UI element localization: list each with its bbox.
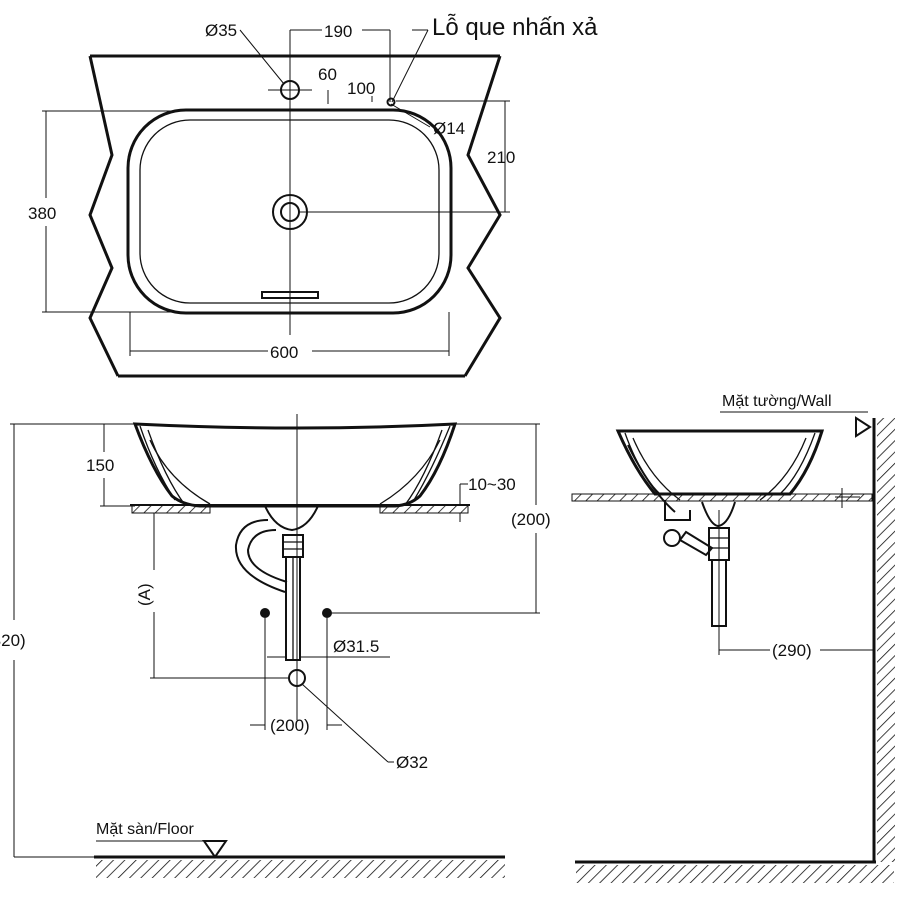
- dim-600: 600: [270, 343, 298, 362]
- front-view: 150 (820) 10~30 (200) (A) Ø31.5 (200: [0, 414, 551, 878]
- dim-A: (A): [135, 583, 154, 606]
- dim-210: 210: [487, 148, 515, 167]
- dim-100: 100: [347, 79, 375, 98]
- dim-200-bottom: (200): [270, 716, 310, 735]
- overflow-hose: [234, 519, 286, 593]
- floor-label: Mặt sàn/Floor: [96, 821, 194, 838]
- dim-290: (290): [772, 641, 812, 660]
- dim-60: 60: [318, 65, 337, 84]
- dim-150: 150: [86, 456, 114, 475]
- floor-hatch: [96, 860, 505, 878]
- side-floor-hatch: [576, 865, 894, 883]
- basin-front-outer: [132, 422, 458, 508]
- drain-coupling: [282, 534, 304, 558]
- side-view: (290) Mặt tường/Wall: [571, 393, 895, 883]
- floor-marker: [202, 840, 228, 859]
- overflow-dia-label: Ø14: [433, 119, 465, 138]
- supply-right: [322, 608, 332, 618]
- wall-marker: [855, 416, 872, 438]
- dim-820: (820): [0, 631, 26, 650]
- plan-view: Ø35 190 60 100 Lỗ que nhấn xả Ø14 210 38…: [28, 14, 598, 378]
- drain-dia-label: Ø32: [396, 753, 428, 772]
- tap-hole-dia-label: Ø35: [205, 21, 237, 40]
- supply-left: [260, 608, 270, 618]
- dim-190: 190: [324, 22, 352, 41]
- wall-label: Mặt tường/Wall: [722, 393, 832, 410]
- overflow-button-label: Lỗ que nhấn xả: [432, 14, 598, 41]
- wall-hatch: [877, 418, 895, 862]
- overflow-button: [386, 97, 396, 107]
- side-overflow-connector: [664, 500, 691, 521]
- pipe-dia-label: Ø31.5: [333, 637, 379, 656]
- basin-side-outer: [615, 429, 825, 496]
- countertop-outline: [88, 54, 502, 378]
- dim-10-30: 10~30: [468, 475, 516, 494]
- dim-380: 380: [28, 204, 56, 223]
- dim-200-right: (200): [511, 510, 551, 529]
